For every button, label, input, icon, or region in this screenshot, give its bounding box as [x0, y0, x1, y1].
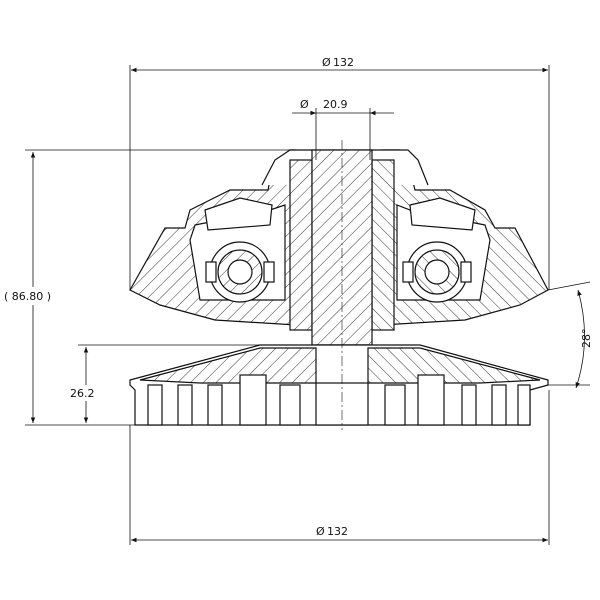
top-diameter-value: 132: [333, 56, 354, 69]
base-height-value: 26.2: [70, 387, 95, 400]
right-bracket: [409, 197, 476, 231]
upper-body: [129, 149, 549, 346]
dimension-base-height: 26.2: [68, 344, 260, 423]
left-roller: [205, 241, 275, 303]
lower-body: [129, 344, 549, 426]
shaft-housing-right: [371, 159, 395, 331]
dimension-overall-height: ( 86.80 ): [2, 149, 300, 426]
bottom-diameter-symbol: Ø: [316, 525, 325, 538]
overall-height-value: ( 86.80 ): [4, 290, 51, 303]
dimension-bottom-diameter: Ø 132: [129, 390, 550, 545]
dimension-top-diameter: Ø 132: [129, 56, 550, 290]
lower-ribs: [147, 374, 531, 426]
dimension-tilt-angle: 28°: [547, 281, 593, 389]
lower-cone-left: [139, 347, 317, 384]
top-diameter-symbol: Ø: [322, 56, 331, 69]
bore-diameter-symbol: Ø: [300, 98, 309, 111]
bottom-diameter-value: 132: [327, 525, 348, 538]
right-roller: [402, 241, 472, 303]
left-bracket: [204, 197, 273, 231]
dimension-bore-diameter: Ø 20.9: [292, 98, 394, 160]
lower-cone-right: [367, 347, 541, 384]
shaft-housing-left: [289, 159, 313, 331]
bore-diameter-value: 20.9: [323, 98, 348, 111]
tilt-angle-value: 28°: [580, 329, 593, 349]
